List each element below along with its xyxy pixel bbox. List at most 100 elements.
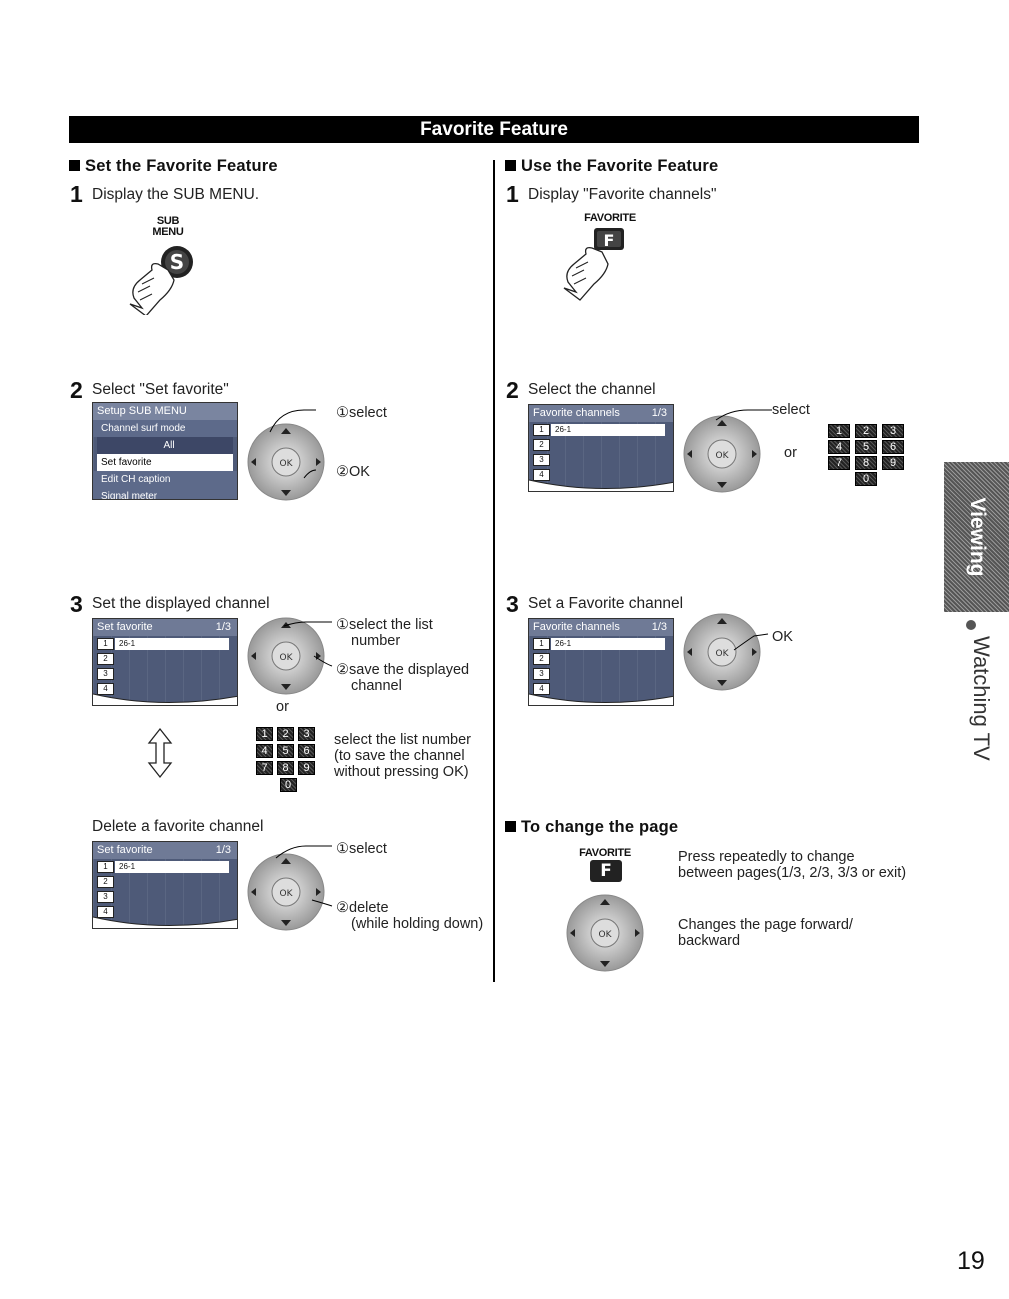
number-key-9[interactable]: 9 xyxy=(298,761,315,775)
number-key-5[interactable]: 5 xyxy=(855,440,877,454)
number-key-6[interactable]: 6 xyxy=(298,744,315,758)
ok-label: ②OK xyxy=(336,464,370,480)
screen-title: Setup SUB MENU xyxy=(93,403,237,420)
number-key-2[interactable]: 2 xyxy=(855,424,877,438)
step-text: Set the displayed channel xyxy=(92,595,270,612)
change-page-heading-text: To change the page xyxy=(521,818,679,836)
step-number: 1 xyxy=(70,181,83,207)
number-key-4[interactable]: 4 xyxy=(256,744,273,758)
sub-menu-screen: Setup SUB MENU Channel surf mode All Set… xyxy=(92,402,238,500)
channel-row[interactable]: 3 xyxy=(529,452,673,467)
channel-row[interactable]: 2 xyxy=(93,651,237,666)
channel-row[interactable]: 2 xyxy=(529,437,673,452)
number-key-1[interactable]: 1 xyxy=(256,727,273,741)
dpad-icon: OK xyxy=(566,894,644,972)
up-down-arrow-icon xyxy=(147,727,173,779)
select-label: ①select xyxy=(336,841,387,857)
number-key-7[interactable]: 7 xyxy=(828,456,850,470)
change-page-heading: To change the page xyxy=(505,818,678,837)
right-heading: Use the Favorite Feature xyxy=(505,157,718,176)
number-key-0[interactable]: 0 xyxy=(279,778,297,792)
svg-text:OK: OK xyxy=(280,459,294,469)
channel-row[interactable]: 3 xyxy=(93,889,237,904)
dpad-icon: OK xyxy=(683,409,772,493)
number-note: select the list number(to save the chann… xyxy=(334,732,472,780)
step-text: Display "Favorite channels" xyxy=(528,186,717,203)
svg-text:F: F xyxy=(604,231,615,250)
bullet-icon xyxy=(966,620,976,630)
number-key-9[interactable]: 9 xyxy=(882,456,904,470)
dpad-note: Changes the page forward/backward xyxy=(678,917,853,949)
number-keypad: 1 2 3 4 5 6 7 8 9 0 xyxy=(256,727,320,792)
menu-item[interactable]: Signal meter xyxy=(93,488,237,499)
or-label: or xyxy=(276,699,289,715)
svg-text:OK: OK xyxy=(280,889,294,899)
or-label: or xyxy=(784,445,797,461)
step-text: Select the channel xyxy=(528,381,656,398)
number-key-7[interactable]: 7 xyxy=(256,761,273,775)
channel-row[interactable]: 3 xyxy=(93,666,237,681)
dpad-icon: OK xyxy=(247,845,333,931)
svg-text:OK: OK xyxy=(716,451,730,461)
dpad-icon: OK xyxy=(683,613,769,691)
channel-row[interactable]: 4 xyxy=(93,681,237,696)
number-key-3[interactable]: 3 xyxy=(298,727,315,741)
ok-label: OK xyxy=(772,629,793,645)
left-heading: Set the Favorite Feature xyxy=(69,157,278,176)
number-key-4[interactable]: 4 xyxy=(828,440,850,454)
select-label: select xyxy=(772,402,810,418)
page-curl xyxy=(93,693,237,705)
channel-row[interactable]: 2 xyxy=(529,651,673,666)
menu-item[interactable]: All xyxy=(97,437,233,454)
channel-row[interactable]: 4 xyxy=(529,681,673,696)
number-key-1[interactable]: 1 xyxy=(828,424,850,438)
number-key-5[interactable]: 5 xyxy=(277,744,294,758)
number-keypad: 1 2 3 4 5 6 7 8 9 0 xyxy=(828,424,904,486)
step-text: Display the SUB MENU. xyxy=(92,186,260,203)
svg-text:OK: OK xyxy=(599,930,613,940)
dpad-icon: OK xyxy=(247,617,333,695)
number-key-8[interactable]: 8 xyxy=(855,456,877,470)
step-text: Select "Set favorite" xyxy=(92,381,229,398)
menu-item[interactable]: Edit CH caption xyxy=(93,471,237,488)
channel-row[interactable]: 2 xyxy=(93,874,237,889)
number-key-3[interactable]: 3 xyxy=(882,424,904,438)
step-number: 3 xyxy=(70,591,83,617)
svg-text:OK: OK xyxy=(280,653,294,663)
page-curl xyxy=(529,479,673,491)
column-divider xyxy=(493,160,495,982)
number-key-8[interactable]: 8 xyxy=(277,761,294,775)
channel-row[interactable]: 4 xyxy=(93,904,237,919)
finger-press-favorite-icon: F xyxy=(563,228,624,301)
menu-item-selected[interactable]: Set favorite xyxy=(97,454,233,471)
step-number: 3 xyxy=(506,591,519,617)
section-banner: Favorite Feature xyxy=(69,116,919,143)
channel-row[interactable]: 4 xyxy=(529,467,673,482)
step-text: Set a Favorite channel xyxy=(528,595,684,612)
side-tab-viewing: Viewing xyxy=(944,462,1009,612)
favorite-key[interactable]: F xyxy=(590,860,622,882)
number-key-6[interactable]: 6 xyxy=(882,440,904,454)
number-key-2[interactable]: 2 xyxy=(277,727,294,741)
delete-text: Delete a favorite channel xyxy=(92,818,264,835)
channel-row[interactable]: 3 xyxy=(529,666,673,681)
number-key-0[interactable]: 0 xyxy=(855,472,877,486)
svg-text:S: S xyxy=(170,250,184,274)
favorite-key-label: FAVORITE xyxy=(579,847,631,859)
menu-item[interactable]: Channel surf mode xyxy=(93,420,237,437)
delete-label: ②delete(while holding down) xyxy=(336,900,484,932)
